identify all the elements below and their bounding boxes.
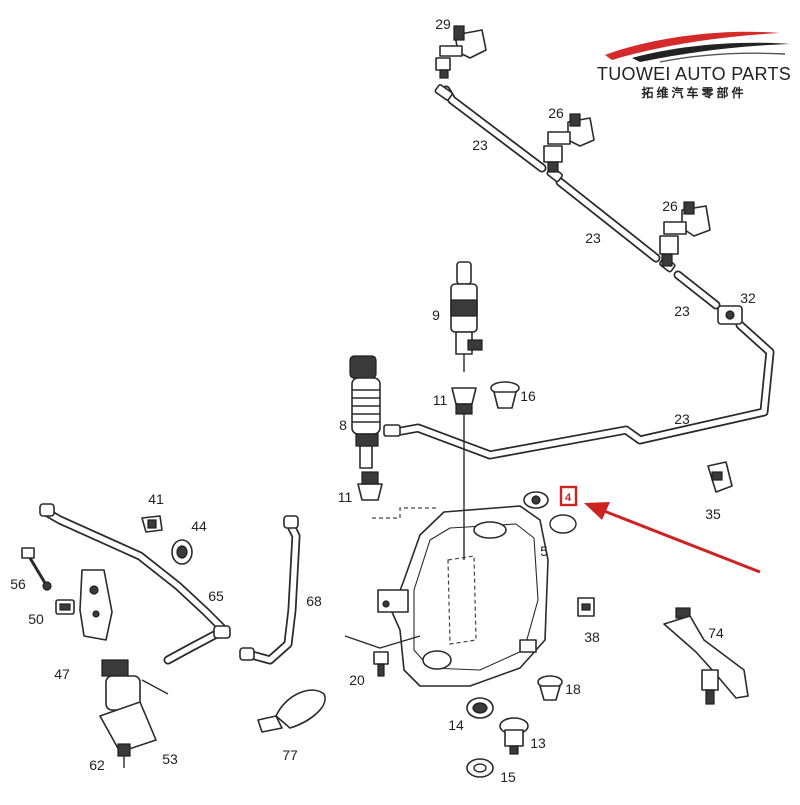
ring-15 xyxy=(466,758,494,778)
brand-logo: TUOWEI AUTO PARTS 拓维汽车零部件 xyxy=(597,31,791,100)
logo-swoosh-line xyxy=(659,52,786,63)
callout-23-a: 23 xyxy=(472,137,488,153)
callout-11-upper: 11 xyxy=(433,392,448,408)
callout-8: 8 xyxy=(339,417,347,433)
sensor-13 xyxy=(499,717,529,755)
hose-68 xyxy=(239,515,301,665)
callout-11-lower: 11 xyxy=(338,489,353,505)
callout-50: 50 xyxy=(28,611,44,627)
grommet-16 xyxy=(490,381,520,409)
callout-35: 35 xyxy=(705,506,721,522)
pump-62-53 xyxy=(99,659,169,768)
callout-62: 62 xyxy=(89,757,105,773)
bolt-20 xyxy=(373,651,389,677)
screw-56 xyxy=(21,547,52,591)
callout-53: 53 xyxy=(162,751,178,767)
callout-38: 38 xyxy=(584,629,600,645)
highlight-box xyxy=(559,485,578,507)
filler-cap-seal: 4 xyxy=(523,485,578,534)
callout-68: 68 xyxy=(306,593,322,609)
brand-name: TUOWEI AUTO PARTS xyxy=(597,64,791,84)
callout-5: 5 xyxy=(540,543,548,559)
grommet-18 xyxy=(537,675,563,701)
callout-9: 9 xyxy=(432,307,440,323)
bracket-47 xyxy=(79,569,113,641)
grommet-38 xyxy=(577,597,595,617)
pump-9 xyxy=(450,261,483,372)
callout-56: 56 xyxy=(10,576,26,592)
callout-16: 16 xyxy=(520,388,536,404)
grommet-11-lower xyxy=(357,471,383,501)
callout-74: 74 xyxy=(708,625,724,641)
clip-35 xyxy=(707,461,733,493)
callout-26-upper: 26 xyxy=(548,105,564,121)
hose-65 xyxy=(39,503,231,665)
callout-20: 20 xyxy=(349,672,365,688)
pump-8 xyxy=(349,355,381,469)
clip-41 xyxy=(141,515,163,533)
callout-18: 18 xyxy=(565,681,581,697)
grommet-11-upper xyxy=(451,387,477,415)
logo-swoosh-red xyxy=(605,31,780,60)
bracket-74 xyxy=(663,607,749,705)
callout-77: 77 xyxy=(282,747,298,763)
callout-23-d: 23 xyxy=(674,411,690,427)
connector-32 xyxy=(717,305,743,325)
callout-14: 14 xyxy=(448,717,464,733)
brand-name-chinese: 拓维汽车零部件 xyxy=(641,85,746,100)
callout-13: 13 xyxy=(530,735,546,751)
grommet-44 xyxy=(171,539,193,565)
nut-50 xyxy=(55,599,75,615)
logo-swoosh-dark xyxy=(632,42,790,62)
leader-line-20 xyxy=(344,635,421,649)
nozzle-26-lower xyxy=(659,201,711,267)
callout-23-c: 23 xyxy=(674,303,690,319)
callout-labels: 29 26 26 23 23 23 23 32 9 8 11 16 11 35 … xyxy=(10,16,756,785)
reservoir-tank-5 xyxy=(377,414,549,687)
svg-text:4: 4 xyxy=(565,492,572,504)
callout-26-lower: 26 xyxy=(662,198,678,214)
strap-77 xyxy=(257,689,326,733)
leader-line-11 xyxy=(372,507,436,519)
callout-15: 15 xyxy=(500,769,516,785)
callout-41: 41 xyxy=(148,491,164,507)
nozzle-26-upper xyxy=(543,113,595,173)
seal-14 xyxy=(466,697,494,719)
callout-65: 65 xyxy=(208,588,224,604)
nozzle-29 xyxy=(435,25,487,79)
hose-headlamp-washer xyxy=(383,84,775,460)
callout-44: 44 xyxy=(191,518,207,534)
callout-32: 32 xyxy=(740,290,756,306)
callout-47: 47 xyxy=(54,666,70,682)
callout-23-b: 23 xyxy=(585,230,601,246)
red-pointer-arrow xyxy=(584,502,761,574)
callout-29: 29 xyxy=(435,16,451,32)
